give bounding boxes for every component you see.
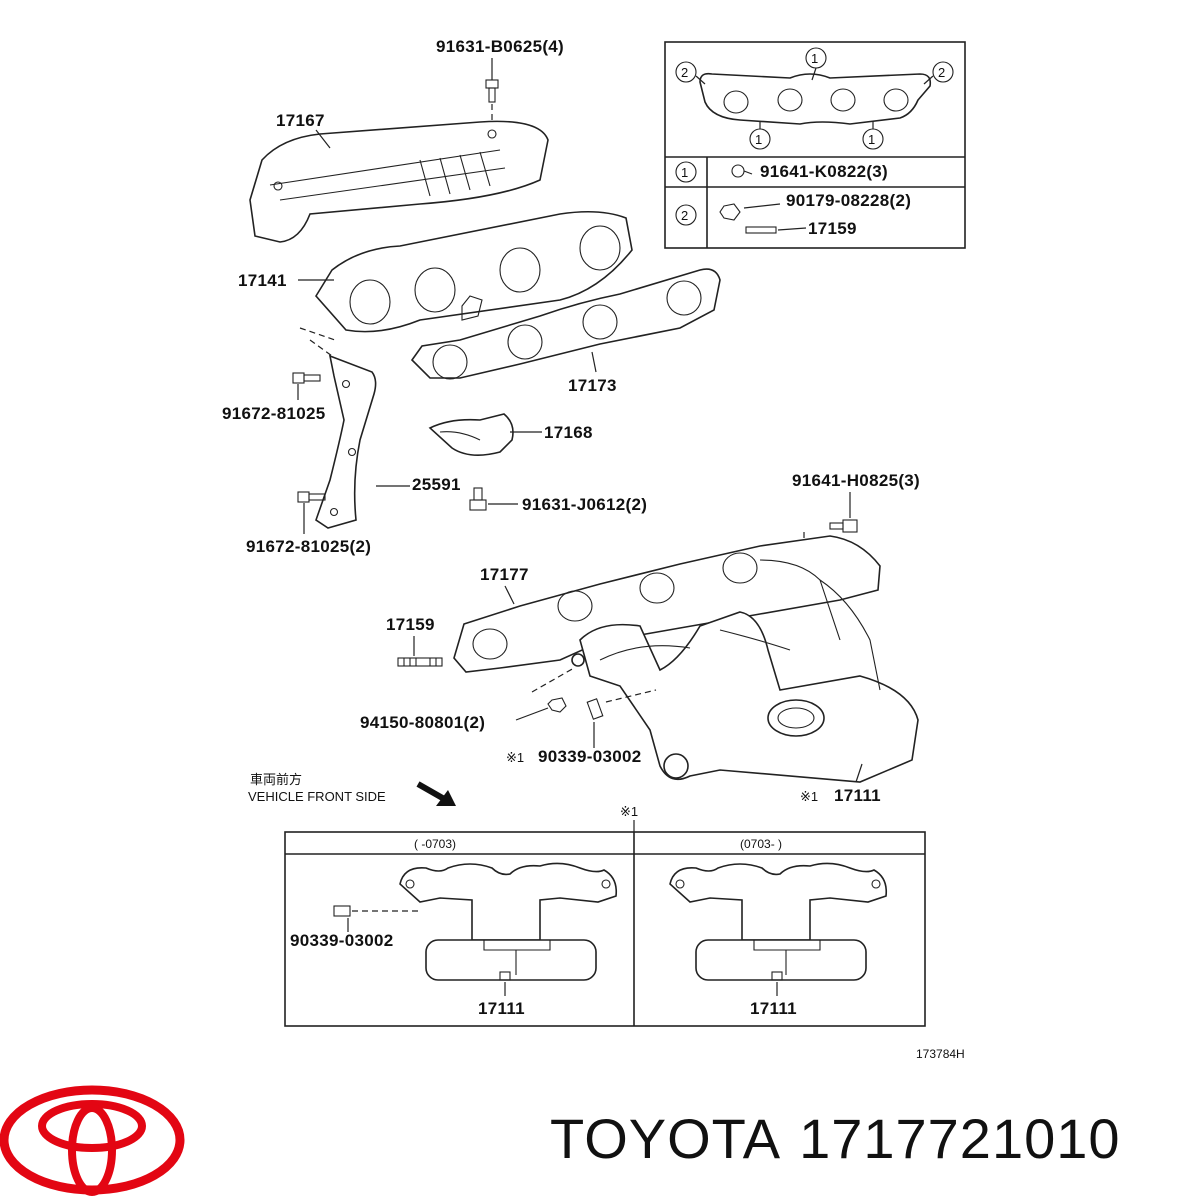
bracket-25591: 25591 bbox=[309, 339, 461, 529]
legend-callout-1-top: 1 bbox=[811, 51, 818, 66]
label-17168: 17168 bbox=[544, 423, 593, 442]
plug-90339-03002: ※1 90339-03002 bbox=[506, 689, 657, 766]
bolt-icon bbox=[731, 164, 753, 178]
label-94150-80801: 94150-80801(2) bbox=[360, 713, 485, 732]
variant-comparison: ※1 ( -0703) (0703- ) 90339-03002 17111 bbox=[284, 804, 926, 1027]
label-25591: 25591 bbox=[412, 475, 461, 494]
manifold-variant-right: 17111 bbox=[669, 862, 888, 1018]
part-number: 1717721010 bbox=[799, 1107, 1121, 1170]
bolt-91672-upper: 91672-81025 bbox=[222, 372, 326, 423]
stud-icon bbox=[745, 226, 777, 234]
label-17111-main: 17111 bbox=[834, 786, 881, 805]
bolt-icon bbox=[485, 79, 499, 103]
label-17167: 17167 bbox=[276, 111, 325, 130]
legend-row2-part: 90179-08228(2) bbox=[786, 191, 911, 210]
bolt-icon bbox=[469, 487, 487, 511]
variant-left-part-b: 17111 bbox=[478, 999, 525, 1018]
exhaust-manifold-17111: 17111 ※1 bbox=[571, 559, 919, 805]
legend-callout-1-br: 1 bbox=[868, 132, 875, 147]
bolt-91641-h0825: 91641-H0825(3) bbox=[792, 471, 920, 560]
insulator-17168: 17168 bbox=[428, 413, 593, 456]
bolt-91631-j0612: 91631-J0612(2) bbox=[469, 487, 647, 514]
manifold-variant-left: 90339-03002 17111 bbox=[290, 862, 618, 1018]
legend-row2-part-b: 17159 bbox=[808, 219, 857, 238]
label-17159: 17159 bbox=[386, 615, 435, 634]
vehicle-front-indicator: 車両前方 VEHICLE FRONT SIDE bbox=[248, 772, 456, 806]
variant-left-part-a: 90339-03002 bbox=[290, 931, 394, 950]
arrow-icon bbox=[416, 781, 456, 806]
bolt-91672-lower: 91672-81025(2) bbox=[246, 491, 371, 556]
variant-right-part-b: 17111 bbox=[750, 999, 797, 1018]
gasket-sketch bbox=[699, 72, 932, 125]
gasket-17173: 17173 bbox=[410, 268, 721, 395]
label-17141: 17141 bbox=[238, 271, 287, 290]
nut-94150-80801: 94150-80801(2) bbox=[360, 667, 575, 732]
front-jp: 車両前方 bbox=[250, 772, 302, 787]
front-en: VEHICLE FRONT SIDE bbox=[248, 789, 386, 804]
legend-row1-callout: 1 bbox=[681, 165, 688, 180]
stud-17159: 17159 bbox=[386, 615, 443, 667]
bolt-icon bbox=[829, 519, 858, 533]
manifold-shield-17141: 17141 bbox=[238, 210, 633, 341]
diagram-code: 173784H bbox=[916, 1047, 965, 1061]
variant-mark: ※1 bbox=[620, 804, 638, 819]
label-91631-b0625: 91631-B0625(4) bbox=[436, 37, 564, 56]
legend-callout-2-right: 2 bbox=[938, 65, 945, 80]
bolt-icon bbox=[292, 372, 321, 384]
label-91672-81025-2: 91672-81025(2) bbox=[246, 537, 371, 556]
bolt-icon bbox=[297, 491, 326, 503]
label-90339-mark: ※1 bbox=[506, 750, 524, 765]
nut-icon bbox=[719, 203, 741, 221]
label-90339-03002: 90339-03002 bbox=[538, 747, 642, 766]
nut-icon bbox=[547, 697, 567, 713]
gasket-legend-box: 1 2 2 1 1 1 91641-K0822(3) 2 90179- bbox=[664, 41, 966, 249]
legend-callout-2-left: 2 bbox=[681, 65, 688, 80]
label-91672-81025: 91672-81025 bbox=[222, 404, 326, 423]
label-17177: 17177 bbox=[480, 565, 529, 584]
variant-right-header: (0703- ) bbox=[740, 837, 782, 851]
label-17173: 17173 bbox=[568, 376, 617, 395]
label-91641-h0825: 91641-H0825(3) bbox=[792, 471, 920, 490]
gasket-17177: 17177 bbox=[453, 535, 881, 673]
toyota-logo bbox=[0, 1085, 185, 1196]
heat-insulator-17167: 91631-B0625(4) 17167 bbox=[249, 37, 564, 243]
brand-name: TOYOTA bbox=[550, 1107, 782, 1170]
legend-row2-callout: 2 bbox=[681, 208, 688, 223]
label-17111-mark: ※1 bbox=[800, 789, 818, 804]
label-91631-j0612: 91631-J0612(2) bbox=[522, 495, 647, 514]
legend-row1-part: 91641-K0822(3) bbox=[760, 162, 888, 181]
variant-left-header: ( -0703) bbox=[414, 837, 456, 851]
legend-callout-1-bl: 1 bbox=[755, 132, 762, 147]
brand-part-number: TOYOTA 1717721010 bbox=[550, 1106, 1139, 1171]
